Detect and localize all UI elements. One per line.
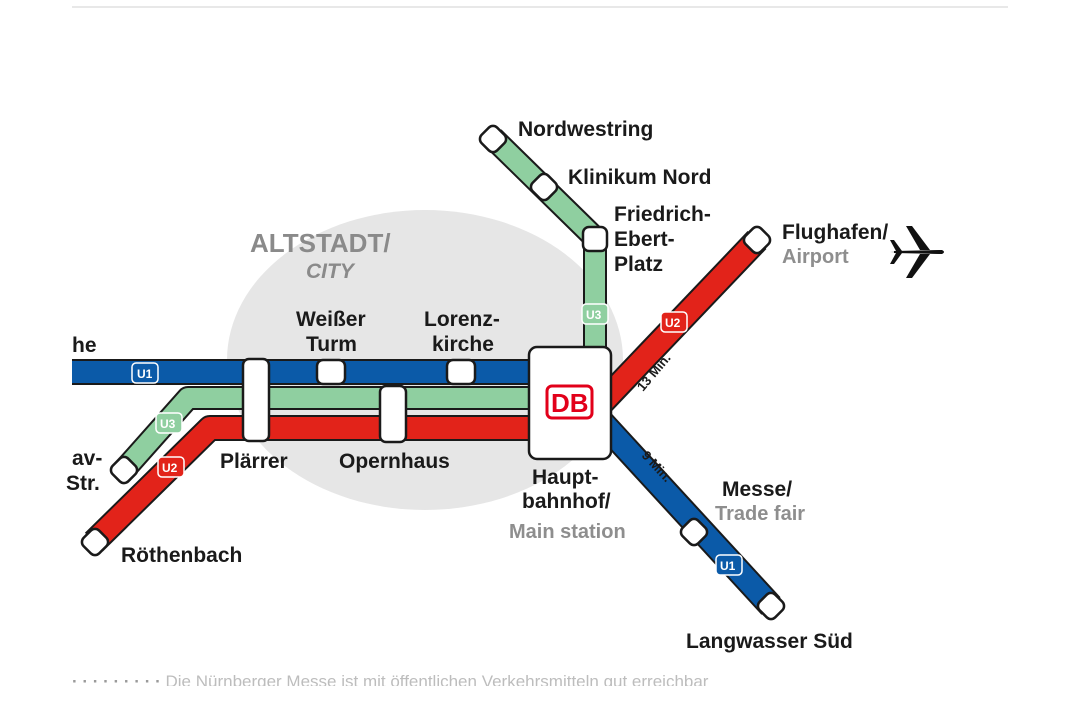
label-plaerrer: Plärrer xyxy=(220,450,288,473)
svg-text:U1: U1 xyxy=(720,559,736,573)
label-trade-fair: Trade fair xyxy=(715,503,805,525)
label-cut-left-1: he xyxy=(72,334,97,357)
badge-u1-west: U1 xyxy=(131,362,159,384)
svg-text:U2: U2 xyxy=(665,316,681,330)
station-marker-friedrich-ebert-platz[interactable] xyxy=(581,225,609,253)
label-opernhaus: Opernhaus xyxy=(339,450,450,473)
label-langwasser-sued: Langwasser Süd xyxy=(686,630,853,653)
label-messe: Messe/ xyxy=(722,478,792,501)
district-sublabel: CITY xyxy=(306,260,356,283)
badge-u1-south: U1 xyxy=(715,554,743,576)
airplane-icon xyxy=(890,226,944,278)
label-airport: Airport xyxy=(782,246,849,268)
badge-u3-north: U3 xyxy=(581,303,609,325)
badge-u2-east: U2 xyxy=(660,311,688,333)
footer-bold: · · · · · · · · · xyxy=(72,672,161,686)
station-marker-langwasser-sued[interactable] xyxy=(755,590,786,621)
label-klinikum-nord: Klinikum Nord xyxy=(568,166,712,189)
station-marker-weisser-turm[interactable] xyxy=(315,358,347,386)
station-marker-messe[interactable] xyxy=(678,516,709,547)
district-label: ALTSTADT/ xyxy=(250,228,391,258)
footer-text: · · · · · · · · · Die Nürnberger Messe i… xyxy=(72,672,942,686)
station-marker-klinikum-nord[interactable] xyxy=(528,171,559,202)
label-lorenzkirche: Lorenz- kirche xyxy=(424,308,506,356)
station-marker-lorenzkirche[interactable] xyxy=(445,358,477,386)
label-main-station: Main station xyxy=(509,521,626,543)
db-logo: DB xyxy=(545,384,594,420)
footer-body: Die Nürnberger Messe ist mit öffentliche… xyxy=(165,672,709,686)
label-roethenbach: Röthenbach xyxy=(121,544,242,567)
station-marker-roethenbach[interactable] xyxy=(79,526,110,557)
badge-u2-west: U2 xyxy=(157,456,185,478)
label-hauptbahnhof: Haupt- bahnhof/ xyxy=(522,466,611,513)
svg-text:U2: U2 xyxy=(162,461,178,475)
station-marker-flughafen[interactable] xyxy=(741,224,772,255)
station-marker-west-u3[interactable] xyxy=(108,454,139,485)
station-marker-nordwestring[interactable] xyxy=(477,123,508,154)
label-nordwestring: Nordwestring xyxy=(518,118,653,141)
label-flughafen: Flughafen/ xyxy=(782,221,888,244)
svg-text:U3: U3 xyxy=(586,308,602,322)
station-marker-opernhaus[interactable] xyxy=(378,384,408,444)
svg-text:U3: U3 xyxy=(160,417,176,431)
label-cut-left-2: av- Str. xyxy=(66,447,108,495)
label-weisser-turm: Weißer Turm xyxy=(296,308,371,356)
station-marker-plaerrer[interactable] xyxy=(241,357,271,443)
top-divider xyxy=(72,6,1008,8)
label-friedrich-ebert-platz: Friedrich- Ebert- Platz xyxy=(614,203,717,276)
svg-text:DB: DB xyxy=(551,388,589,418)
svg-text:U1: U1 xyxy=(137,367,153,381)
badge-u3-west: U3 xyxy=(155,412,183,434)
